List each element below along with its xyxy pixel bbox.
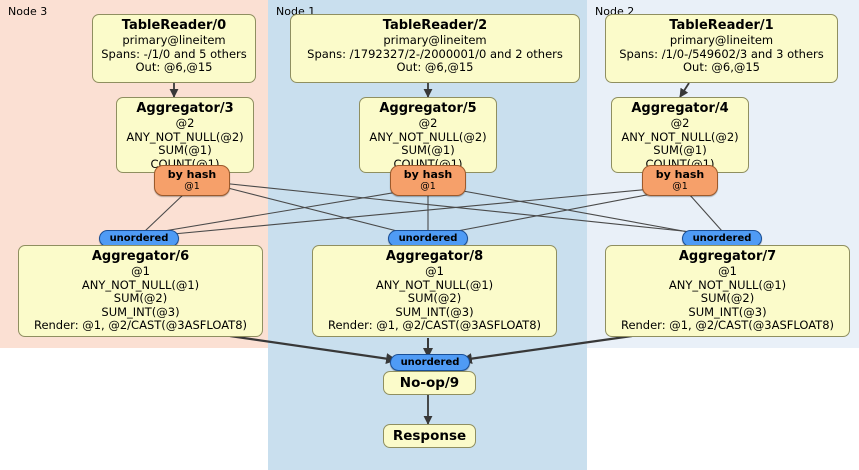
processor-render: Render: @1, @2/CAST(@3ASFLOAT8) (33, 318, 248, 333)
processor-agg-1: ANY_NOT_NULL(@2) (126, 129, 244, 144)
processor-spans: Spans: /1792327/2-/2000001/0 and 2 other… (307, 46, 563, 61)
processor-noop-9[interactable]: No-op/9 (383, 371, 476, 395)
processor-table: primary@lineitem (122, 33, 226, 47)
processor-table: primary@lineitem (669, 33, 774, 47)
output-router-by-hash-node1[interactable]: by hash @1 (390, 165, 466, 196)
processor-title: Aggregator/8 (385, 249, 484, 264)
synchronizer-label: unordered (400, 357, 460, 368)
processor-group: @1 (425, 264, 444, 278)
processor-tablereader-1[interactable]: TableReader/1 primary@lineitem Spans: /1… (605, 14, 838, 83)
processor-agg-2: SUM(@2) (407, 291, 462, 306)
processor-agg-2: SUM(@1) (158, 143, 212, 158)
processor-tablereader-0[interactable]: TableReader/0 primary@lineitem Spans: -/… (92, 14, 256, 83)
output-router-by-hash-node3[interactable]: by hash @1 (154, 165, 230, 196)
processor-aggregator-8[interactable]: Aggregator/8 @1 ANY_NOT_NULL(@1) SUM(@2)… (312, 245, 557, 337)
processor-agg-3: SUM_INT(@3) (688, 304, 767, 319)
processor-out: Out: @6,@15 (135, 60, 213, 75)
output-router-by-hash-node2[interactable]: by hash @1 (642, 165, 718, 196)
processor-tablereader-2[interactable]: TableReader/2 primary@lineitem Spans: /1… (290, 14, 580, 83)
processor-agg-2: SUM(@2) (700, 291, 755, 306)
processor-out: Out: @6,@15 (396, 60, 474, 75)
processor-group: @2 (418, 116, 438, 130)
processor-title: Aggregator/3 (136, 101, 234, 116)
processor-title: Response (392, 428, 467, 444)
processor-table: primary@lineitem (383, 33, 487, 47)
input-synchronizer-unordered-final[interactable]: unordered (390, 354, 470, 371)
synchronizer-label: unordered (692, 233, 752, 244)
router-title: by hash (655, 168, 705, 181)
processor-agg-1: ANY_NOT_NULL(@2) (369, 129, 487, 144)
processor-title: TableReader/1 (669, 18, 774, 33)
processor-out: Out: @6,@15 (683, 60, 760, 75)
processor-render: Render: @1, @2/CAST(@3ASFLOAT8) (327, 318, 542, 333)
input-synchronizer-unordered-node2[interactable]: unordered (682, 230, 762, 247)
router-column: @1 (184, 181, 200, 192)
router-column: @1 (420, 181, 436, 192)
processor-title: TableReader/0 (121, 18, 227, 33)
router-column: @1 (672, 181, 688, 192)
processor-agg-1: ANY_NOT_NULL(@2) (621, 129, 739, 144)
router-title: by hash (403, 168, 453, 181)
processor-agg-3: SUM_INT(@3) (101, 304, 180, 319)
processor-aggregator-5[interactable]: Aggregator/5 @2 ANY_NOT_NULL(@2) SUM(@1)… (359, 97, 497, 173)
processor-title: Aggregator/5 (379, 101, 477, 116)
processor-title: TableReader/2 (382, 18, 488, 33)
processor-render: Render: @1, @2/CAST(@3ASFLOAT8) (620, 318, 835, 333)
processor-title: No-op/9 (399, 375, 460, 391)
processor-title: Aggregator/6 (91, 249, 190, 264)
processor-title: Aggregator/4 (631, 101, 729, 116)
processor-agg-1: ANY_NOT_NULL(@1) (375, 277, 494, 292)
processor-agg-1: ANY_NOT_NULL(@1) (668, 277, 787, 292)
processor-group: @2 (175, 116, 195, 130)
processor-agg-1: ANY_NOT_NULL(@1) (81, 277, 200, 292)
processor-aggregator-4[interactable]: Aggregator/4 @2 ANY_NOT_NULL(@2) SUM(@1)… (611, 97, 749, 173)
processor-group: @1 (718, 264, 737, 278)
node-panel-label-node3: Node 3 (8, 5, 48, 18)
processor-spans: Spans: -/1/0 and 5 others (101, 46, 247, 61)
processor-aggregator-7[interactable]: Aggregator/7 @1 ANY_NOT_NULL(@1) SUM(@2)… (605, 245, 850, 337)
router-title: by hash (167, 168, 217, 181)
processor-agg-3: SUM_INT(@3) (395, 304, 474, 319)
processor-group: @1 (131, 264, 150, 278)
synchronizer-label: unordered (109, 233, 169, 244)
processor-group: @2 (670, 116, 690, 130)
processor-aggregator-6[interactable]: Aggregator/6 @1 ANY_NOT_NULL(@1) SUM(@2)… (18, 245, 263, 337)
processor-agg-2: SUM(@1) (401, 143, 455, 158)
processor-title: Aggregator/7 (678, 249, 777, 264)
processor-agg-2: SUM(@1) (653, 143, 707, 158)
processor-agg-2: SUM(@2) (113, 291, 168, 306)
synchronizer-label: unordered (398, 233, 458, 244)
processor-aggregator-3[interactable]: Aggregator/3 @2 ANY_NOT_NULL(@2) SUM(@1)… (116, 97, 254, 173)
processor-spans: Spans: /1/0-/549602/3 and 3 others (619, 46, 824, 61)
processor-response[interactable]: Response (383, 424, 476, 448)
